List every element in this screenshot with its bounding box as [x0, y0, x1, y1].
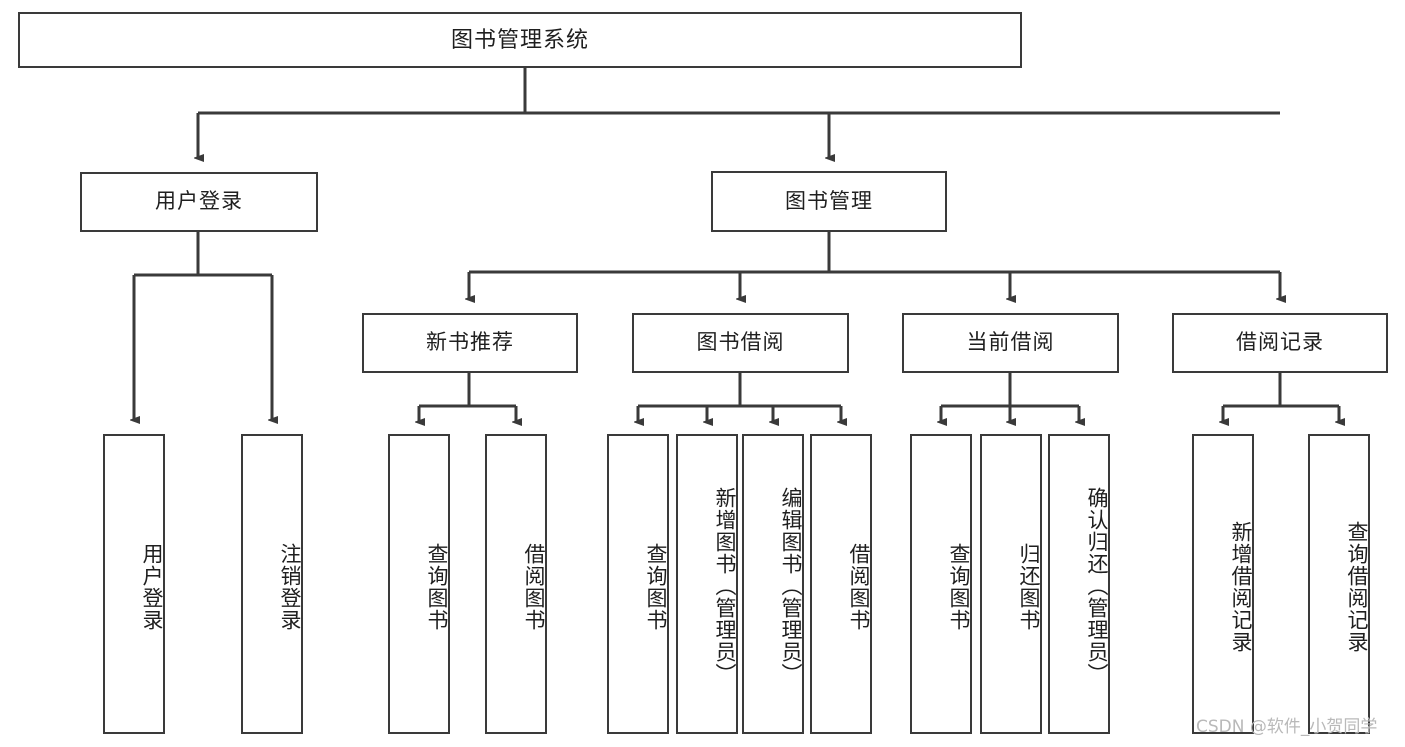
new-book-children-connectors: [419, 373, 516, 422]
csdn-watermark: CSDN @软件_小贺同学: [1196, 717, 1378, 737]
leaf-book-borrow-edit-book-admin[interactable]: 编辑图书（管理员）: [742, 434, 804, 734]
book-borrow-children-connectors: [638, 373, 841, 422]
leaf-current-borrow-confirm-return-admin[interactable]: 确认归还（管理员）: [1048, 434, 1110, 734]
node-label: 查询借阅记录: [1345, 521, 1368, 653]
node-user-login[interactable]: 用户登录: [80, 172, 318, 232]
leaf-new-book-query-books[interactable]: 查询图书: [388, 434, 450, 734]
root-to-level2-connectors: [198, 68, 1280, 158]
node-new-book-recommend[interactable]: 新书推荐: [362, 313, 578, 373]
node-borrow-record[interactable]: 借阅记录: [1172, 313, 1388, 373]
leaf-new-book-borrow-books[interactable]: 借阅图书: [485, 434, 547, 734]
current-borrow-children-connectors: [941, 373, 1079, 422]
node-label: 借阅记录: [1236, 331, 1324, 355]
level2-user-login-connectors: [134, 232, 272, 420]
leaf-current-borrow-query-books[interactable]: 查询图书: [910, 434, 972, 734]
leaf-borrow-record-add-record[interactable]: 新增借阅记录: [1192, 434, 1254, 734]
node-label: 用户登录: [140, 543, 163, 631]
node-root-book-management-system[interactable]: 图书管理系统: [18, 12, 1022, 68]
node-label: 确认归还（管理员）: [1085, 487, 1108, 685]
node-label: 借阅图书: [847, 543, 870, 631]
node-label: 当前借阅: [966, 331, 1055, 355]
leaf-user-login-logout[interactable]: 注销登录: [241, 434, 303, 734]
node-book-borrow[interactable]: 图书借阅: [632, 313, 849, 373]
node-label: 图书借阅: [696, 331, 785, 355]
node-label: 图书管理: [785, 189, 873, 213]
leaf-book-borrow-query-books[interactable]: 查询图书: [607, 434, 669, 734]
node-label: 归还图书: [1017, 543, 1040, 631]
node-label: 注销登录: [278, 543, 301, 631]
node-current-borrow[interactable]: 当前借阅: [902, 313, 1119, 373]
node-book-management[interactable]: 图书管理: [711, 171, 947, 232]
node-label: 新增借阅记录: [1229, 521, 1252, 653]
node-label: 新增图书（管理员）: [713, 487, 736, 685]
leaf-user-login-login[interactable]: 用户登录: [103, 434, 165, 734]
node-label: 查询图书: [425, 543, 448, 631]
node-label: 新书推荐: [426, 331, 514, 355]
node-label: 图书管理系统: [450, 26, 589, 52]
node-label: 用户登录: [155, 190, 243, 214]
node-label: 借阅图书: [522, 543, 545, 631]
node-label: 查询图书: [947, 543, 970, 631]
node-label: 编辑图书（管理员）: [779, 487, 802, 685]
level2-book-management-connectors: [469, 232, 1280, 299]
leaf-book-borrow-add-book-admin[interactable]: 新增图书（管理员）: [676, 434, 738, 734]
leaf-book-borrow-borrow-books[interactable]: 借阅图书: [810, 434, 872, 734]
borrow-record-children-connectors: [1223, 373, 1339, 422]
leaf-current-borrow-return-books[interactable]: 归还图书: [980, 434, 1042, 734]
node-label: 查询图书: [644, 543, 667, 631]
leaf-borrow-record-query-record[interactable]: 查询借阅记录: [1308, 434, 1370, 734]
